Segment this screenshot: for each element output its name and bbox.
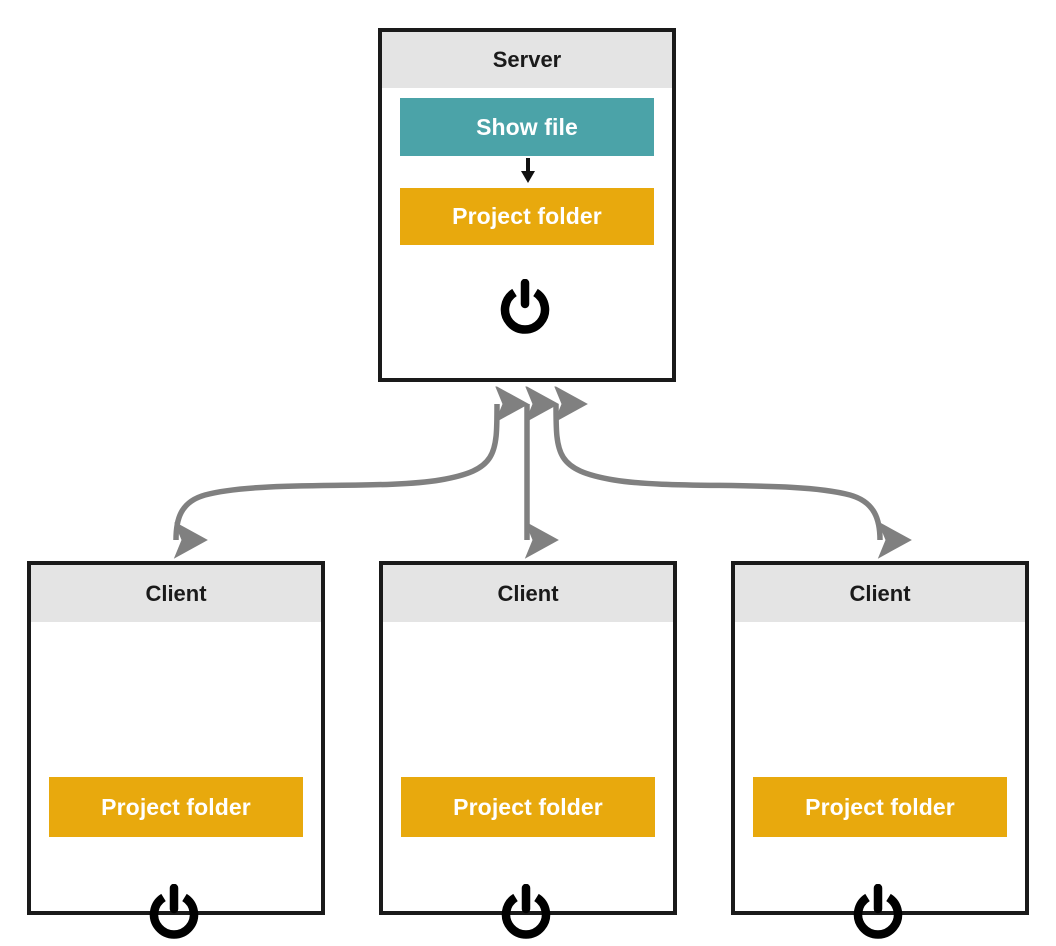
connector-server-to-client-3 [553, 404, 880, 540]
client-2-project-folder-chip[interactable]: Project folder [401, 777, 655, 837]
client-1-project-folder-label: Project folder [101, 793, 251, 820]
power-icon[interactable] [146, 884, 202, 940]
server-body: Show file Project folder [382, 88, 672, 378]
client-node-3[interactable]: Client Project folder [731, 561, 1029, 939]
server-show-file-chip[interactable]: Show file [400, 98, 654, 156]
server-project-folder-label: Project folder [452, 203, 602, 229]
client-3-body: Project folder [735, 622, 1025, 939]
server-project-folder-chip[interactable]: Project folder [400, 188, 654, 245]
client-1-project-folder-chip[interactable]: Project folder [49, 777, 303, 837]
client-2-body: Project folder [383, 622, 673, 939]
client-2-header: Client [383, 565, 673, 622]
client-3-header: Client [735, 565, 1025, 622]
client-1-header: Client [31, 565, 321, 622]
client-node-1[interactable]: Client Project folder [27, 561, 325, 939]
client-2-project-folder-label: Project folder [453, 793, 603, 820]
server-header: Server [382, 32, 672, 88]
arrow-down-icon [521, 158, 535, 183]
power-icon[interactable] [498, 884, 554, 940]
client-1-body: Project folder [31, 622, 321, 939]
power-icon[interactable] [497, 279, 553, 335]
power-icon[interactable] [850, 884, 906, 940]
server-show-file-label: Show file [476, 113, 578, 140]
client-3-project-folder-chip[interactable]: Project folder [753, 777, 1007, 837]
client-3-project-folder-label: Project folder [805, 793, 955, 820]
client-node-2[interactable]: Client Project folder [379, 561, 677, 939]
connector-server-to-client-1 [173, 404, 497, 540]
server-node[interactable]: Server Show file Project folder [378, 28, 676, 382]
